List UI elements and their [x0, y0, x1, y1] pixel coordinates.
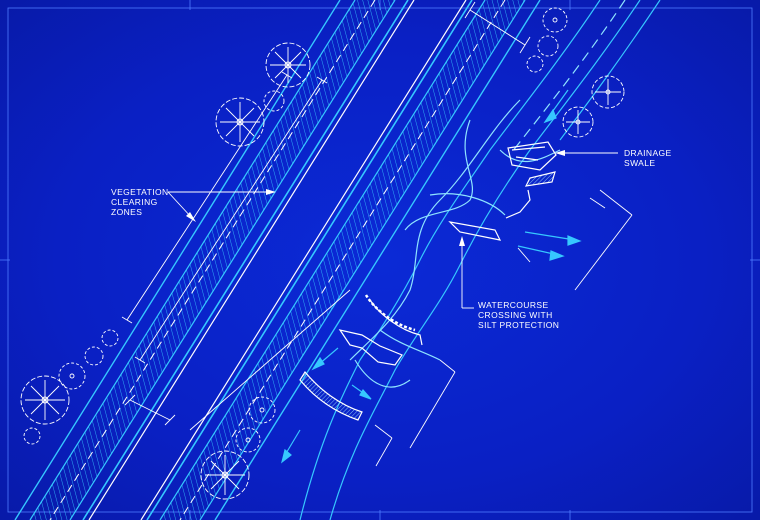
tree-symbol-icon — [20, 7, 625, 500]
right-roadway — [140, 0, 541, 520]
label-line: VEGETATION — [111, 187, 169, 197]
label-line: DRAINAGE — [624, 148, 672, 158]
label-line: SWALE — [624, 158, 656, 168]
label-line: CROSSING WITH — [478, 310, 553, 320]
silt-fence-icon — [299, 171, 556, 421]
label-line: ZONES — [111, 207, 143, 217]
leader-lines — [167, 150, 618, 309]
label-line: CLEARING — [111, 197, 158, 207]
flow-arrow-icon — [280, 89, 582, 464]
dimension-lines — [121, 1, 633, 467]
label-line: SILT PROTECTION — [478, 320, 560, 330]
watercourse-crossing-label: WATERCOURSE CROSSING WITH SILT PROTECTIO… — [478, 300, 559, 330]
drainage-swale-label: DRAINAGE SWALE — [624, 148, 672, 168]
headwall-icon — [338, 141, 557, 366]
vegetation-clearing-zones-label: VEGETATION CLEARING ZONES — [111, 187, 169, 217]
left-roadway — [14, 0, 415, 520]
label-line: WATERCOURSE — [478, 300, 549, 310]
